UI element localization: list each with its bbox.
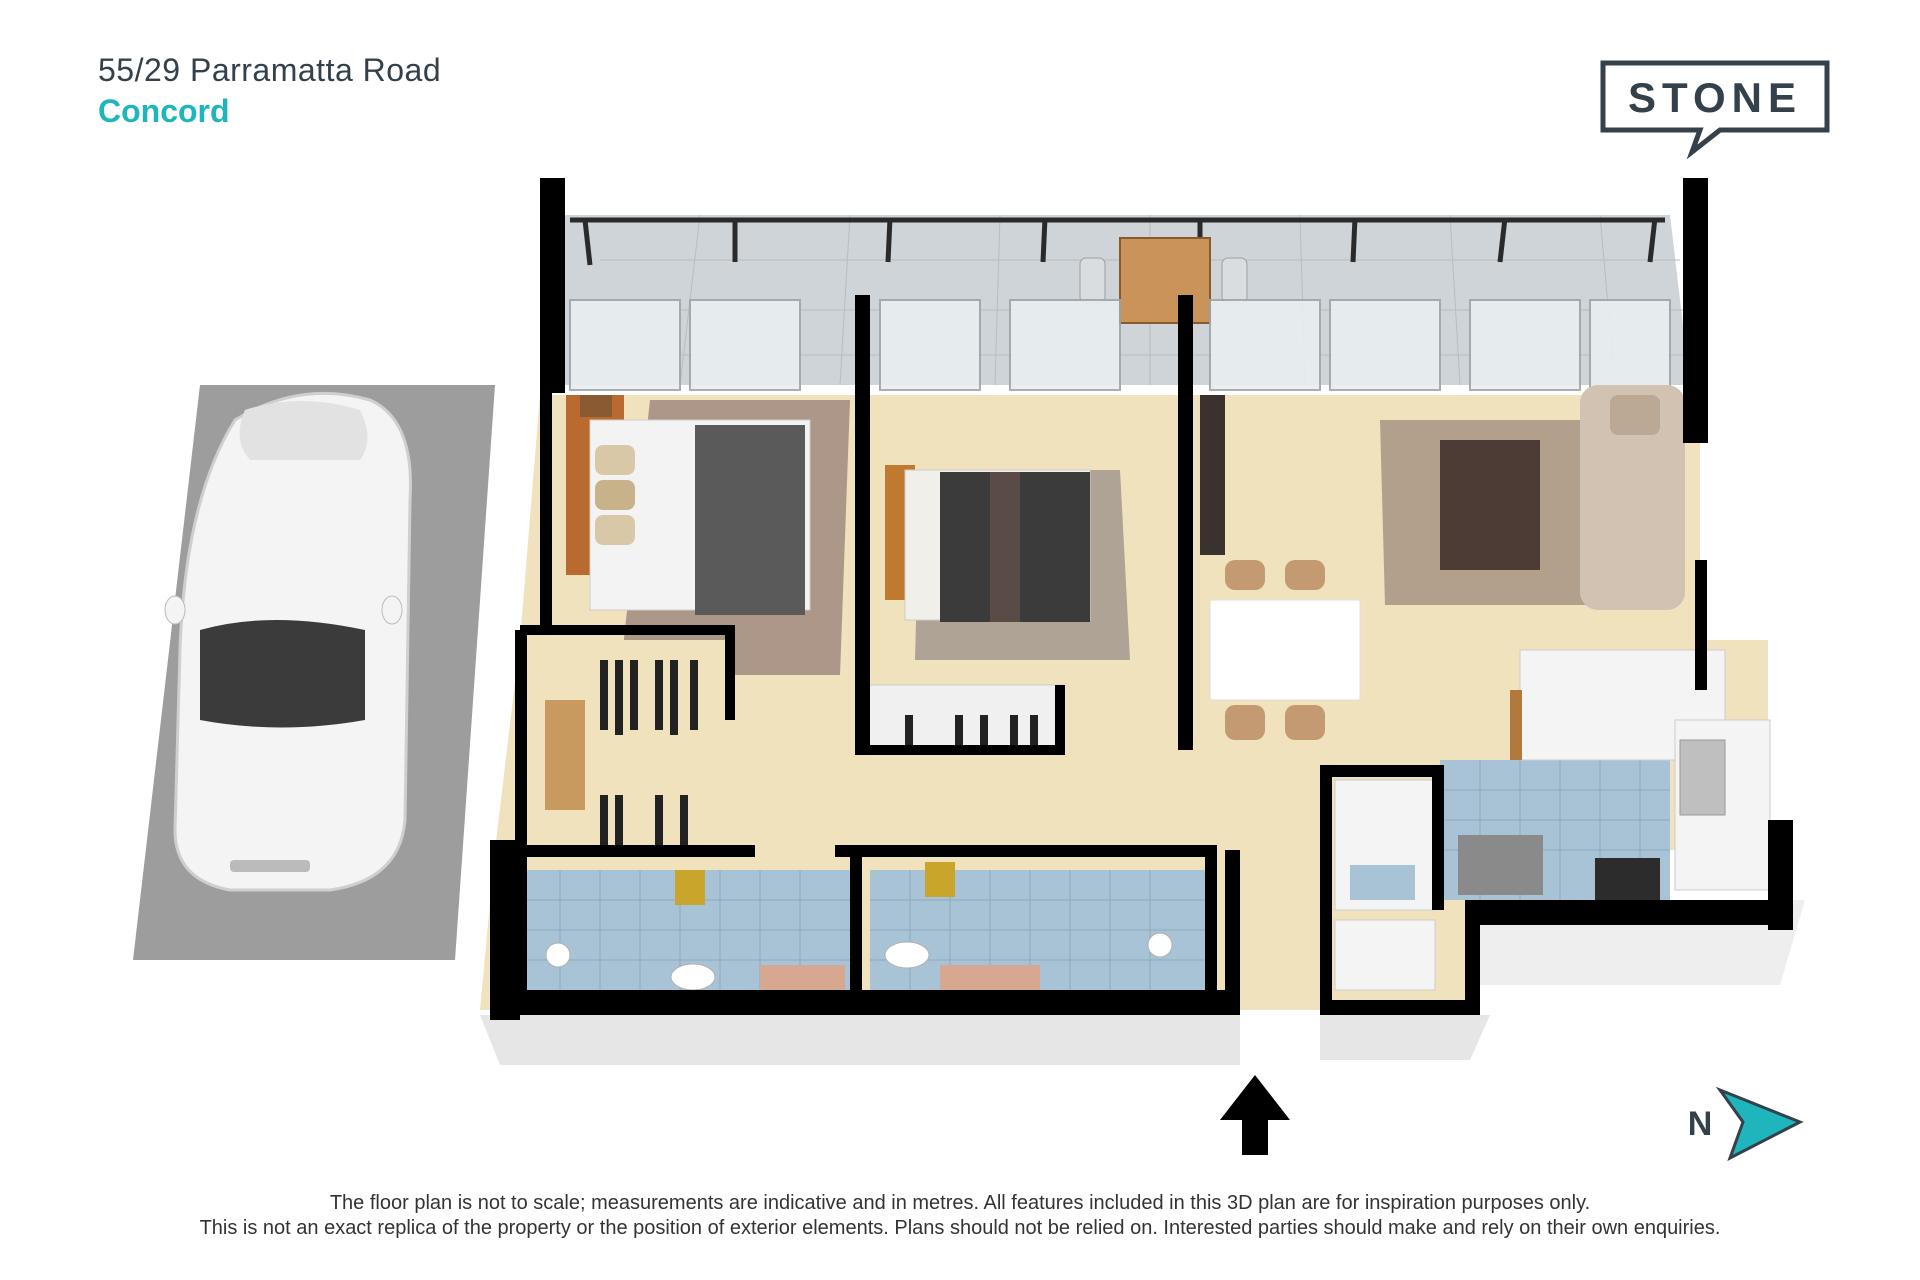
- parking-space: [133, 385, 495, 960]
- entry-arrow-icon[interactable]: [1220, 1075, 1290, 1155]
- bathroom-1: [520, 870, 850, 995]
- disclaimer: The floor plan is not to scale; measurem…: [0, 1191, 1920, 1241]
- car-icon: [164, 391, 412, 892]
- compass-label: N: [1688, 1105, 1713, 1143]
- property-header: 55/29 Parramatta Road Concord: [98, 52, 441, 130]
- kitchen: [1440, 649, 1771, 900]
- bathroom-2: [870, 862, 1205, 995]
- stone-logo: STONE: [1600, 60, 1830, 160]
- laundry: [1334, 779, 1436, 991]
- property-address: 55/29 Parramatta Road: [98, 52, 442, 88]
- balcony: [540, 214, 1690, 391]
- walls: [490, 178, 1793, 1020]
- disclaimer-line-2: This is not an exact replica of the prop…: [199, 1217, 1721, 1239]
- property-suburb: Concord: [98, 93, 230, 129]
- north-arrow-icon: N: [1688, 1086, 1804, 1162]
- bedroom-2-robe: [867, 684, 1064, 751]
- bedroom-1: [566, 395, 850, 675]
- living-area: [1200, 385, 1685, 740]
- disclaimer-line-1: The floor plan is not to scale; measurem…: [329, 1192, 1591, 1214]
- walk-in-robe: [540, 640, 730, 850]
- logo-text: STONE: [1628, 74, 1802, 121]
- bedroom-2: [885, 465, 1130, 660]
